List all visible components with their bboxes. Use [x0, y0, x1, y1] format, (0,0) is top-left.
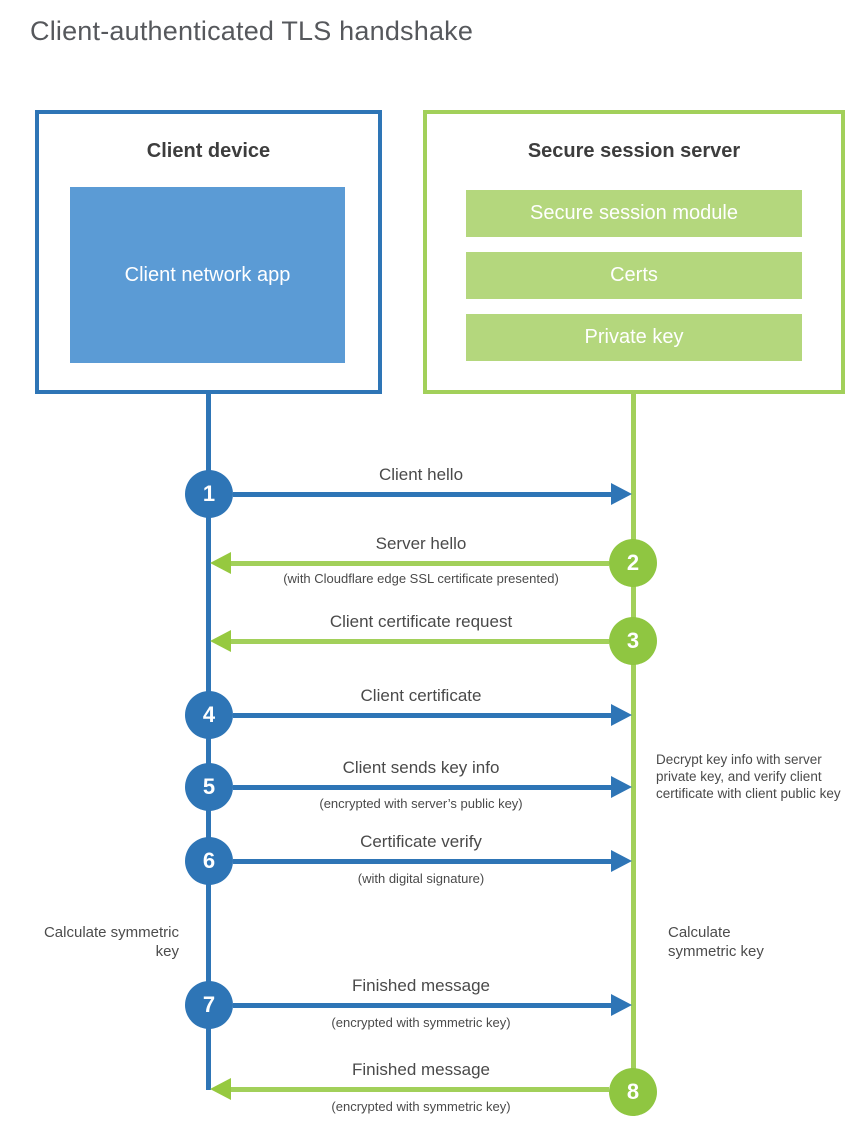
- secure-session-server-title: Secure session server: [527, 140, 741, 162]
- arrow-client-hello: [233, 492, 611, 497]
- message-label-client-hello: Client hello: [378, 465, 464, 484]
- client-device-title: Client device: [146, 140, 271, 162]
- arrowhead-left-icon: [210, 552, 231, 574]
- message-label-certificate-verify: Certificate verify: [360, 832, 482, 851]
- message-label-client-cert-request: Client certificate request: [329, 612, 513, 631]
- server-calc-symmetric-key-note: Calculate symmetric key: [668, 924, 764, 960]
- client-lifeline: [206, 394, 211, 1090]
- step-badge-3: 3: [609, 617, 657, 665]
- server-module-private-key: Private key: [466, 314, 802, 361]
- server-lifeline: [631, 394, 636, 1074]
- step-badge-4: 4: [185, 691, 233, 739]
- arrowhead-right-icon: [611, 994, 632, 1016]
- client-device-box: Client device Client network app: [35, 110, 382, 394]
- message-label-finished-server: Finished message: [352, 1060, 490, 1079]
- arrow-client-cert-request: [231, 639, 609, 644]
- arrowhead-right-icon: [611, 704, 632, 726]
- arrowhead-right-icon: [611, 483, 632, 505]
- client-calc-symmetric-key-note: Calculate symmetric key: [43, 924, 179, 960]
- client-network-app-box: Client network app: [70, 187, 345, 363]
- arrow-server-hello: [231, 561, 609, 566]
- secure-session-server-box: Secure session server Secure session mod…: [423, 110, 845, 394]
- step-badge-6: 6: [185, 837, 233, 885]
- message-sublabel-client-key-info: (encrypted with server’s public key): [319, 796, 523, 811]
- arrow-finished-server: [231, 1087, 609, 1092]
- message-sublabel-finished-client: (encrypted with symmetric key): [331, 1015, 511, 1030]
- arrowhead-left-icon: [210, 1078, 231, 1100]
- message-sublabel-server-hello: (with Cloudflare edge SSL certificate pr…: [283, 571, 559, 586]
- message-label-server-hello: Server hello: [375, 534, 467, 553]
- message-label-finished-client: Finished message: [352, 976, 490, 995]
- server-module-secure-session: Secure session module: [466, 190, 802, 237]
- step-badge-7: 7: [185, 981, 233, 1029]
- message-label-client-key-info: Client sends key info: [342, 758, 500, 777]
- arrow-client-certificate: [233, 713, 611, 718]
- message-sublabel-finished-server: (encrypted with symmetric key): [331, 1099, 511, 1114]
- message-label-client-certificate: Client certificate: [360, 686, 482, 705]
- step-badge-8: 8: [609, 1068, 657, 1116]
- step-badge-5: 5: [185, 763, 233, 811]
- arrow-client-key-info: [233, 785, 611, 790]
- server-decrypt-note: Decrypt key info with server private key…: [656, 752, 841, 801]
- step-badge-1: 1: [185, 470, 233, 518]
- message-sublabel-certificate-verify: (with digital signature): [357, 871, 485, 886]
- page-title: Client-authenticated TLS handshake: [30, 16, 474, 46]
- arrowhead-right-icon: [611, 850, 632, 872]
- arrowhead-left-icon: [210, 630, 231, 652]
- server-module-certs: Certs: [466, 252, 802, 299]
- arrow-certificate-verify: [233, 859, 611, 864]
- arrow-finished-client: [233, 1003, 611, 1008]
- arrowhead-right-icon: [611, 776, 632, 798]
- step-badge-2: 2: [609, 539, 657, 587]
